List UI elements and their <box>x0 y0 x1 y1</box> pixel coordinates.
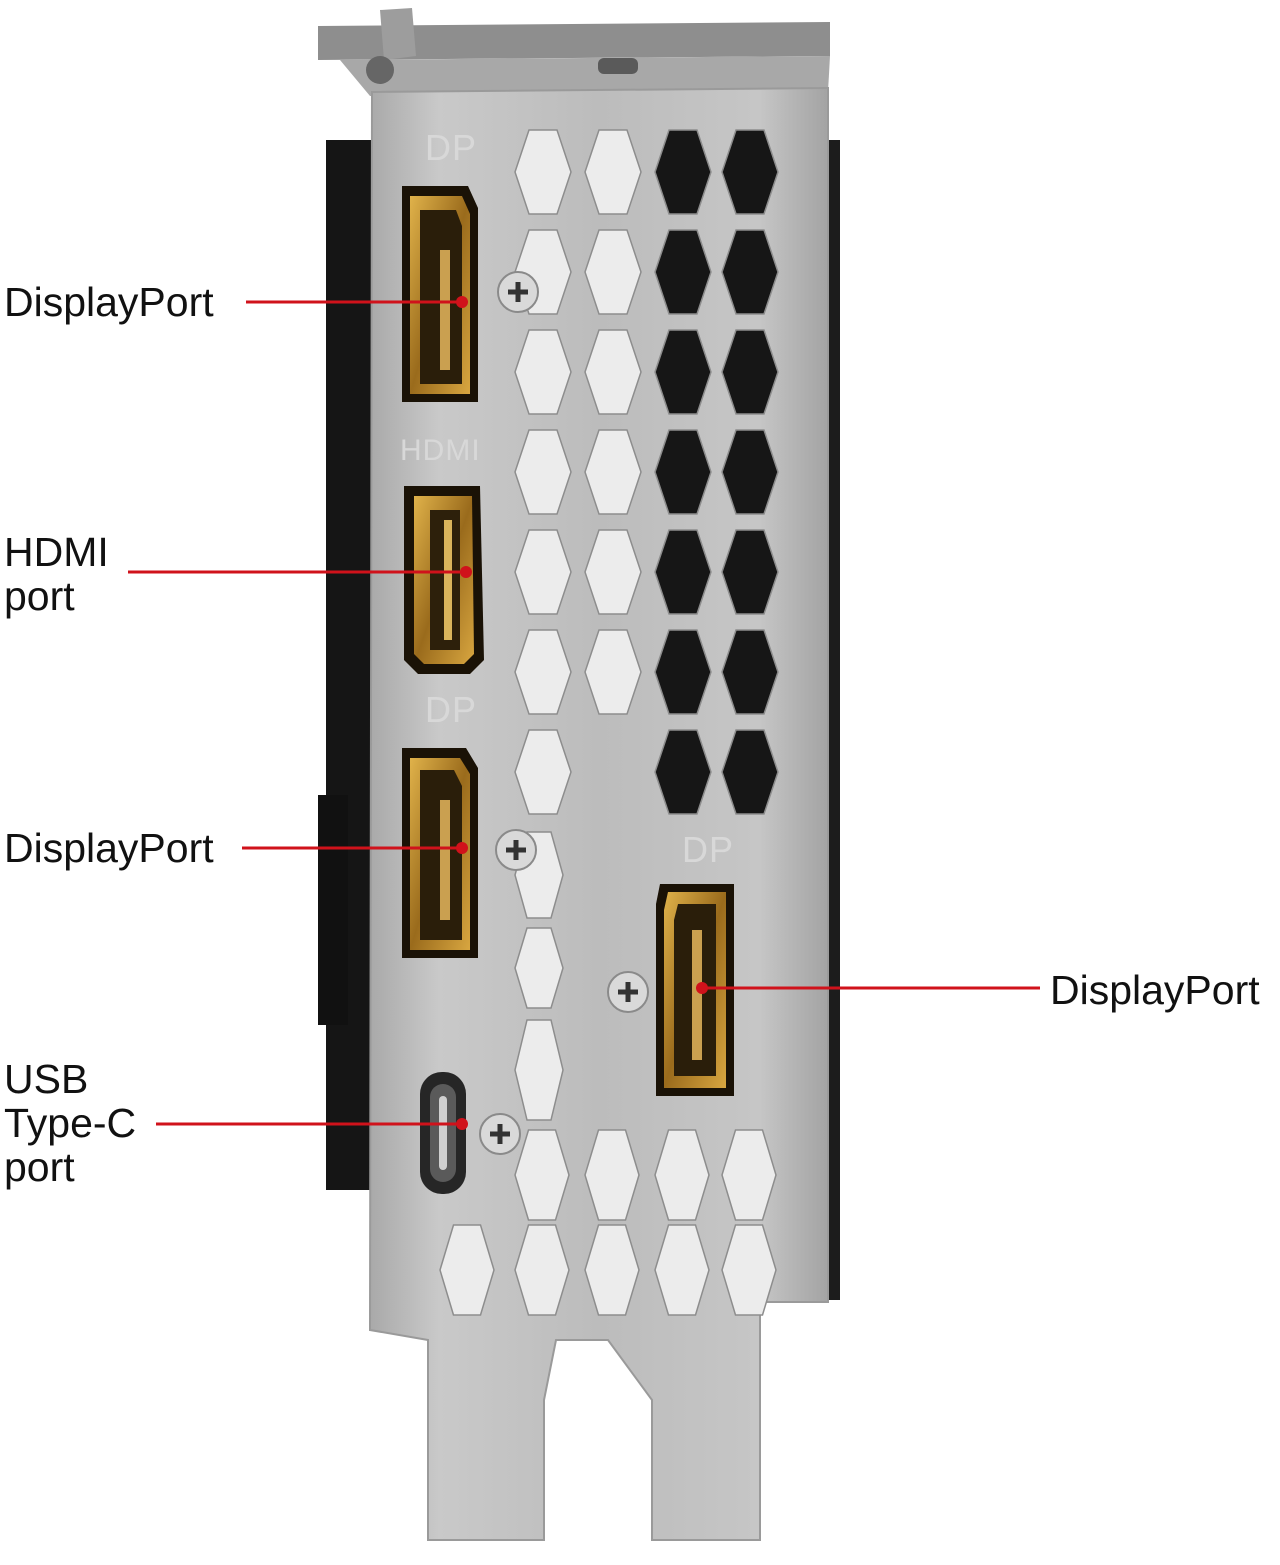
vent-cutout <box>584 329 642 415</box>
vent-cutout <box>654 629 712 715</box>
screw-slot <box>508 282 528 302</box>
callout-label-displayport-1: DisplayPort <box>4 279 214 325</box>
vent-cutout <box>514 529 572 615</box>
port-displayport-2 <box>402 748 478 958</box>
callout-label-hdmi-port: HDMI port <box>4 529 109 619</box>
vent-cutout <box>514 129 572 215</box>
callout-label-displayport-3: DisplayPort <box>1050 967 1260 1013</box>
vent-cutout <box>721 1224 777 1316</box>
mark-hdmi: HDMI <box>400 434 481 467</box>
vent-cutout <box>514 329 572 415</box>
vent-cutout <box>654 429 712 515</box>
screw-slot <box>618 982 638 1002</box>
screws <box>479 271 649 1155</box>
mark-dp-right: DP <box>682 829 734 870</box>
vent-cutout <box>654 229 712 315</box>
vent-cutout <box>514 1224 570 1316</box>
mark-dp-mid: DP <box>425 689 477 730</box>
callout-label-usb-type-c-port: USB Type-C port <box>4 1056 137 1190</box>
bracket-top-tab <box>318 8 830 96</box>
vent-cutout <box>514 1129 570 1221</box>
screw-slot <box>506 840 526 860</box>
vent-cutout <box>654 1224 710 1316</box>
vent-cutout <box>584 429 642 515</box>
port-usb-type-c <box>420 1072 466 1194</box>
vent-cutout <box>514 429 572 515</box>
port-displayport-1 <box>402 186 478 402</box>
vent-cutout <box>584 129 642 215</box>
vent-cutout <box>584 1129 640 1221</box>
vent-cutout <box>654 329 712 415</box>
vent-cutout <box>439 1224 495 1316</box>
vent-cutout <box>514 1019 564 1121</box>
mark-dp-top: DP <box>425 127 477 168</box>
leader-dot-dp1 <box>456 296 468 308</box>
vent-cutout <box>654 729 712 815</box>
vent-cutout <box>721 329 779 415</box>
vent-cutout <box>584 629 642 715</box>
vent-grid <box>439 129 779 1316</box>
vent-cutout <box>654 1129 710 1221</box>
vent-cutout <box>721 1129 777 1221</box>
port-hdmi <box>404 486 484 674</box>
leader-dot-usbc <box>456 1118 468 1130</box>
vent-cutout <box>514 729 572 815</box>
port-silkscreen-marks: DP HDMI DP DP <box>400 127 734 870</box>
bracket-plate <box>368 86 829 1541</box>
vent-cutout <box>721 129 779 215</box>
leader-dot-dp2 <box>456 842 468 854</box>
vent-cutout <box>584 529 642 615</box>
vent-cutout <box>721 629 779 715</box>
vent-cutout <box>584 229 642 315</box>
vent-cutout <box>654 529 712 615</box>
vent-cutout <box>721 529 779 615</box>
vent-cutout <box>721 729 779 815</box>
vent-cutout <box>514 927 564 1009</box>
vent-cutout <box>584 1224 640 1316</box>
callout-label-displayport-2: DisplayPort <box>4 825 214 871</box>
vent-cutout <box>721 429 779 515</box>
vent-cutout <box>514 629 572 715</box>
leader-lines <box>128 296 1040 1130</box>
leader-dot-hdmi <box>460 566 472 578</box>
port-displayport-3 <box>656 884 734 1096</box>
screw-slot <box>490 1124 510 1144</box>
leader-dot-dp3 <box>696 982 708 994</box>
vent-cutout <box>654 129 712 215</box>
vent-cutout <box>721 229 779 315</box>
